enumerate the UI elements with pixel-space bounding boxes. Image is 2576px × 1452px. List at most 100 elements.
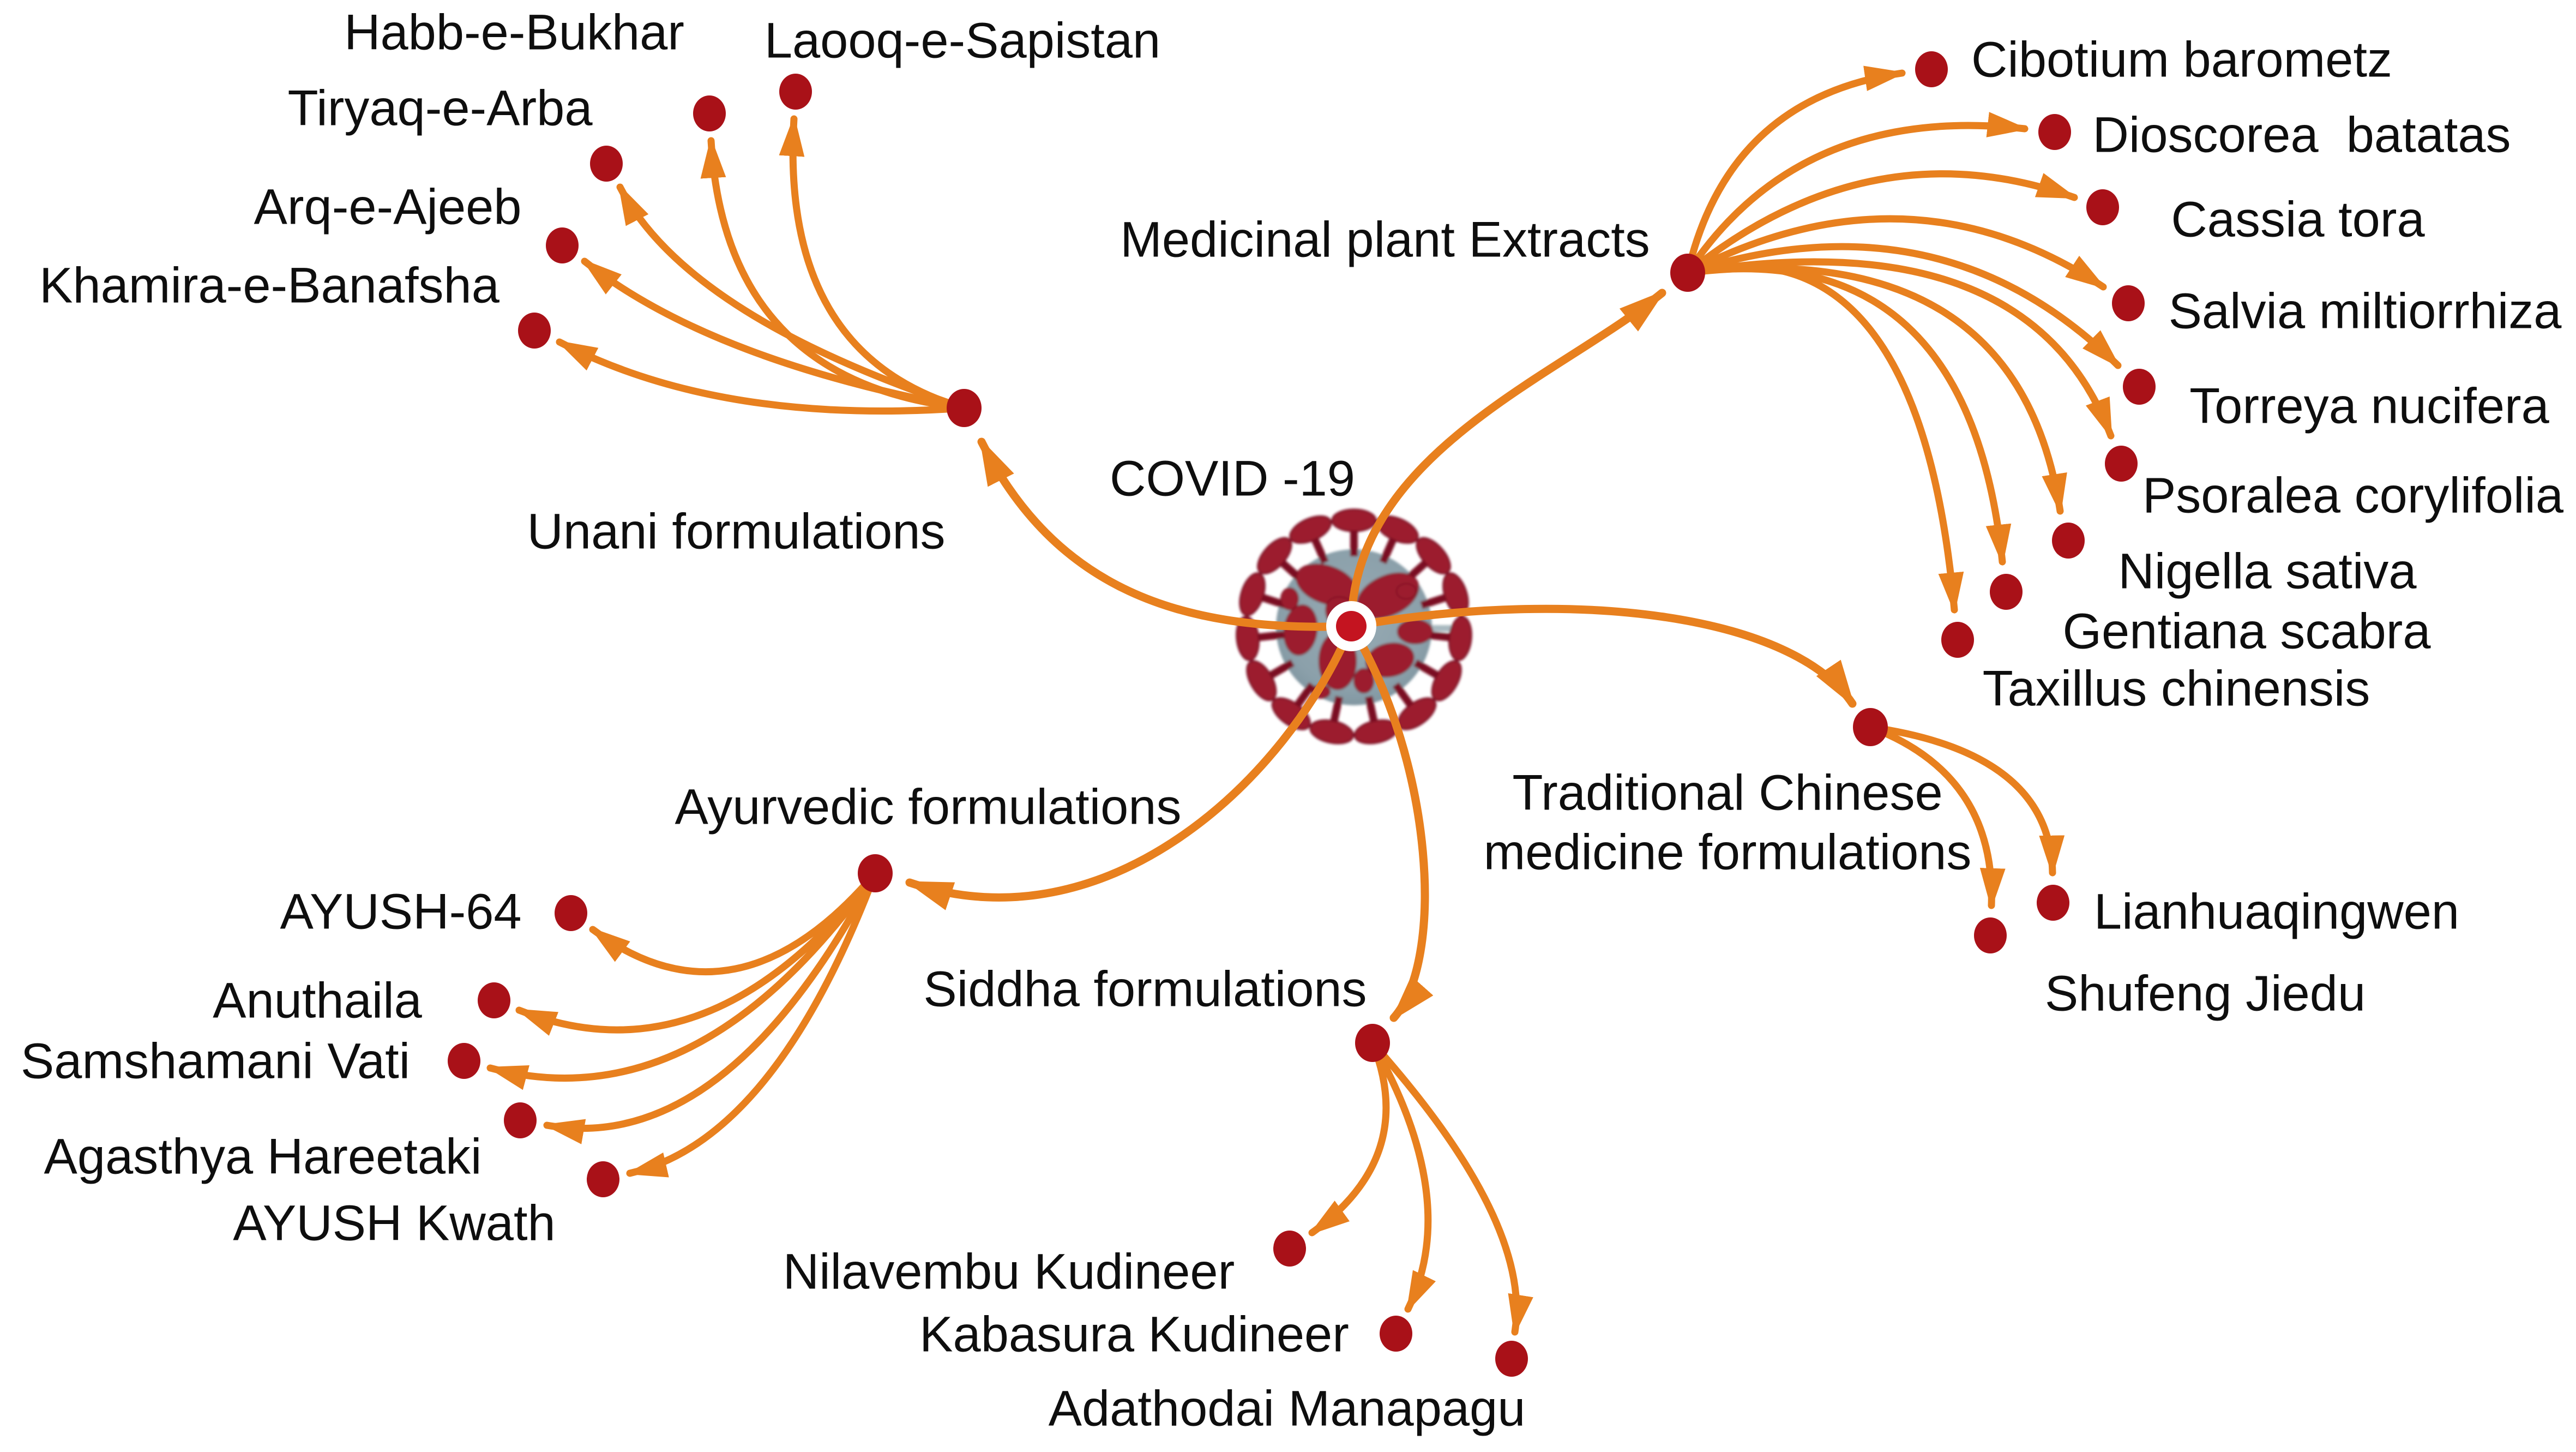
node-torreya-nucifera <box>2123 369 2156 405</box>
arrow-mpe-to-dioscorea <box>1684 112 2029 277</box>
siddha-arrows <box>1308 1039 1533 1336</box>
item-label-adathodai-manapagu: Adathodai Manapagu <box>1048 1381 1526 1437</box>
item-label-khamira-e-banafsha: Khamira-e-Banafsha <box>39 257 499 314</box>
arrow-unani-to-arq <box>581 257 968 412</box>
arrow-mpe-to-taxillus <box>1684 262 1964 614</box>
branch-label-plant-extracts: Medicinal plant Extracts <box>1120 212 1650 268</box>
center-hub <box>1326 601 1376 651</box>
arrow-mpe-to-cassia <box>1684 170 2078 277</box>
item-label-laooq-e-sapistan: Laooq-e-Sapistan <box>764 13 1161 69</box>
node-nilavembu-kudineer <box>1273 1231 1306 1267</box>
node-hub-tcm <box>1853 708 1888 746</box>
arrow-tcm-to-lianhuaqingwen <box>1867 723 2065 877</box>
arrow-siddha-to-kabasura <box>1369 1039 1436 1313</box>
arrow-unani-to-tiryaq <box>616 183 968 412</box>
node-hub-ayurvedic <box>858 854 893 892</box>
ayurvedic-arrows <box>486 869 879 1178</box>
node-nigella-sativa <box>2052 523 2085 559</box>
branch-label-tcm-line1: Traditional Chinese <box>1512 765 1943 821</box>
node-anuthaila <box>478 982 510 1018</box>
arrow-mpe-to-cibotium <box>1684 65 1906 277</box>
node-psoralea-corylifolia <box>2105 446 2138 482</box>
arrow-unani-to-khamira <box>556 338 968 415</box>
leaf-nodes <box>448 51 2156 1377</box>
arrow-unani-to-habb <box>700 136 968 412</box>
node-laooq-e-sapistan <box>779 74 812 110</box>
arrow-tcm-to-shufeng <box>1867 723 2006 910</box>
node-salvia-miltiorrhiza <box>2112 285 2145 321</box>
node-taxillus-chinensis <box>1941 622 1974 658</box>
arrow-ayur-to-ayushkwath <box>626 869 879 1178</box>
arrow-mpe-to-gentiana <box>1684 265 2012 566</box>
item-label-gentiana-scabra: Gentiana scabra <box>2062 603 2431 659</box>
item-label-anuthaila: Anuthaila <box>213 973 422 1029</box>
unani-arrows <box>556 115 968 415</box>
arrow-ayur-to-samshamani <box>486 869 879 1090</box>
node-khamira-e-banafsha <box>518 313 551 349</box>
hub-nodes <box>858 254 1888 1062</box>
node-habb-e-bukhar <box>693 95 726 131</box>
node-shufeng-jiedu <box>1974 917 2007 953</box>
node-hub-plant-extracts <box>1670 254 1705 292</box>
node-dioscorea-batatas <box>2038 114 2071 150</box>
item-label-habb-e-bukhar: Habb-e-Bukhar <box>344 4 684 61</box>
item-label-tiryaq-e-arba: Tiryaq-e-Arba <box>287 80 593 136</box>
node-kabasura-kudineer <box>1380 1316 1412 1352</box>
node-cassia-tora <box>2086 189 2119 225</box>
item-label-torreya-nucifera: Torreya nucifera <box>2189 378 2549 434</box>
node-samshamani-vati <box>448 1043 480 1079</box>
branch-label-ayurvedic: Ayurvedic formulations <box>675 779 1182 835</box>
arrow-mpe-to-salvia <box>1684 215 2107 291</box>
node-ayush-64 <box>555 895 587 931</box>
arrow-ayur-to-agasthya <box>543 869 879 1144</box>
plant-extract-arrows <box>1684 65 2122 614</box>
node-cibotium-barometz <box>1915 51 1948 87</box>
arrow-center-to-siddha <box>1347 622 1434 1022</box>
center-hub-dot <box>1336 611 1367 641</box>
item-label-salvia-miltiorrhiza: Salvia miltiorrhiza <box>2168 283 2562 339</box>
item-label-nilavembu-kudineer: Nilavembu Kudineer <box>783 1244 1235 1300</box>
item-label-taxillus-chinensis: Taxillus chinensis <box>1982 661 2370 717</box>
item-label-samshamani-vati: Samshamani Vati <box>20 1033 411 1089</box>
item-label-ayush-64: AYUSH-64 <box>280 884 522 940</box>
item-label-kabasura-kudineer: Kabasura Kudineer <box>919 1306 1349 1363</box>
node-hub-siddha <box>1355 1024 1390 1062</box>
item-label-psoralea-corylifolia: Psoralea corylifolia <box>2142 467 2564 524</box>
center-label: COVID -19 <box>1110 451 1355 507</box>
arrow-ayur-to-anuthaila <box>515 869 879 1036</box>
branch-label-unani: Unani formulations <box>527 503 946 560</box>
item-label-dioscorea-batatas: Dioscorea batatas <box>2092 107 2511 163</box>
node-arq-e-ajeeb <box>546 227 579 263</box>
node-lianhuaqingwen <box>2037 885 2069 921</box>
arrow-center-to-unani <box>977 437 1356 631</box>
item-label-arq-e-ajeeb: Arq-e-Ajeeb <box>254 179 522 235</box>
branch-label-tcm-line2: medicine formulations <box>1483 824 1972 880</box>
arrow-ayur-to-ayush64 <box>589 869 879 976</box>
node-ayush-kwath <box>587 1161 619 1197</box>
node-tiryaq-e-arba <box>590 146 623 182</box>
arrow-siddha-to-adathodai <box>1369 1039 1533 1336</box>
item-label-cassia-tora: Cassia tora <box>2171 191 2425 248</box>
branch-label-siddha: Siddha formulations <box>923 961 1367 1017</box>
arrow-center-to-tcm <box>1347 604 1857 708</box>
main-branch-arrows <box>905 289 1857 1022</box>
arrow-siddha-to-nilavembu <box>1308 1039 1390 1237</box>
node-adathodai-manapagu <box>1495 1341 1528 1377</box>
tcm-arrows <box>1867 723 2065 910</box>
item-label-nigella-sativa: Nigella sativa <box>2118 543 2417 599</box>
arrow-unani-to-laooq <box>779 115 968 412</box>
node-agasthya-hareetaki <box>504 1102 537 1138</box>
node-gentiana-scabra <box>1990 574 2023 610</box>
arrow-center-to-plant-extracts <box>1347 289 1666 631</box>
arrow-mpe-to-torreya <box>1684 243 2122 369</box>
arrow-mpe-to-psoralea <box>1684 258 2115 440</box>
item-label-shufeng-jiedu: Shufeng Jiedu <box>2044 965 2366 1022</box>
item-label-ayush-kwath: AYUSH Kwath <box>233 1195 556 1251</box>
node-hub-unani <box>947 389 982 427</box>
item-label-lianhuaqingwen: Lianhuaqingwen <box>2093 884 2460 940</box>
arrow-center-to-ayurvedic <box>905 622 1356 910</box>
item-label-agasthya-hareetaki: Agasthya Hareetaki <box>44 1129 482 1185</box>
